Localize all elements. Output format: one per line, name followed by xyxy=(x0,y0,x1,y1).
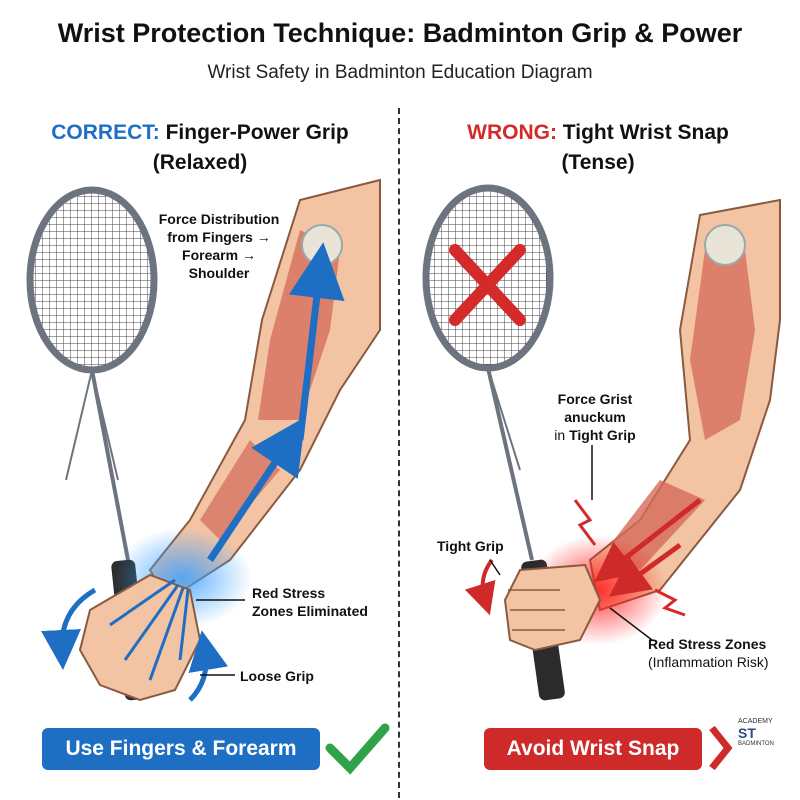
force-grist-label: Force Grist anuckum in Tight Grip xyxy=(530,390,660,444)
loose-grip-label: Loose Grip xyxy=(240,668,314,684)
stress-zones-title: Red Stress Zones xyxy=(648,636,767,652)
force-grist-line-1: Force Grist xyxy=(557,391,633,407)
force-grist-bold: Tight Grip xyxy=(569,427,636,443)
stress-line-1: Red Stress xyxy=(252,585,326,601)
stress-line-2: Zones Eliminated xyxy=(252,603,368,619)
logo-line-2: BADMINTON xyxy=(738,741,774,747)
force-line-2: from Fingers → xyxy=(167,229,271,245)
force-grist-line-2: anuckum xyxy=(564,409,626,425)
stress-eliminated-label: Red Stress Zones Eliminated xyxy=(252,584,402,620)
tight-grip-label: Tight Grip xyxy=(437,538,504,554)
correct-heading: CORRECT: Finger-Power Grip (Relaxed) xyxy=(10,118,390,178)
correct-prefix: CORRECT: xyxy=(51,121,160,144)
force-distribution-label: Force Distribution from Fingers → Forear… xyxy=(144,210,294,282)
check-icon xyxy=(325,723,390,775)
force-grist-line-3: in Tight Grip xyxy=(554,427,636,443)
page-subtitle: Wrist Safety in Badminton Education Diag… xyxy=(207,62,593,83)
wrong-heading: WRONG: Tight Wrist Snap (Tense) xyxy=(408,118,788,178)
force-line-4: Shoulder xyxy=(188,265,250,281)
avoid-wrist-snap-badge: Avoid Wrist Snap xyxy=(484,728,702,770)
logo-line-1: ACADEMY xyxy=(738,718,773,725)
wrong-subtitle: (Tense) xyxy=(561,151,635,174)
logo-mark: ST xyxy=(738,725,756,741)
correct-subtitle: (Relaxed) xyxy=(152,151,248,174)
use-fingers-badge: Use Fingers & Forearm xyxy=(42,728,320,770)
wrong-prefix: WRONG: xyxy=(467,121,557,144)
left-arm xyxy=(41,178,381,702)
x-mark-icon xyxy=(449,244,526,326)
force-line-3: Forearm → xyxy=(182,247,256,263)
left-rotation-arrow xyxy=(41,587,97,670)
stress-zones-label: Red Stress Zones (Inflammation Risk) xyxy=(648,635,798,671)
chevron-right-icon xyxy=(709,725,733,771)
correct-title: Finger-Power Grip xyxy=(165,121,349,144)
right-arm xyxy=(464,198,781,652)
stress-zones-subtitle: (Inflammation Risk) xyxy=(648,654,769,670)
wrong-title: Tight Wrist Snap xyxy=(562,121,729,144)
panel-divider xyxy=(398,108,400,798)
lightning-icon xyxy=(573,499,597,546)
academy-logo: ACADEMY ST BADMINTON xyxy=(738,718,794,782)
page-title: Wrist Protection Technique: Badminton Gr… xyxy=(57,18,743,48)
force-line-1: Force Distribution xyxy=(158,211,280,227)
